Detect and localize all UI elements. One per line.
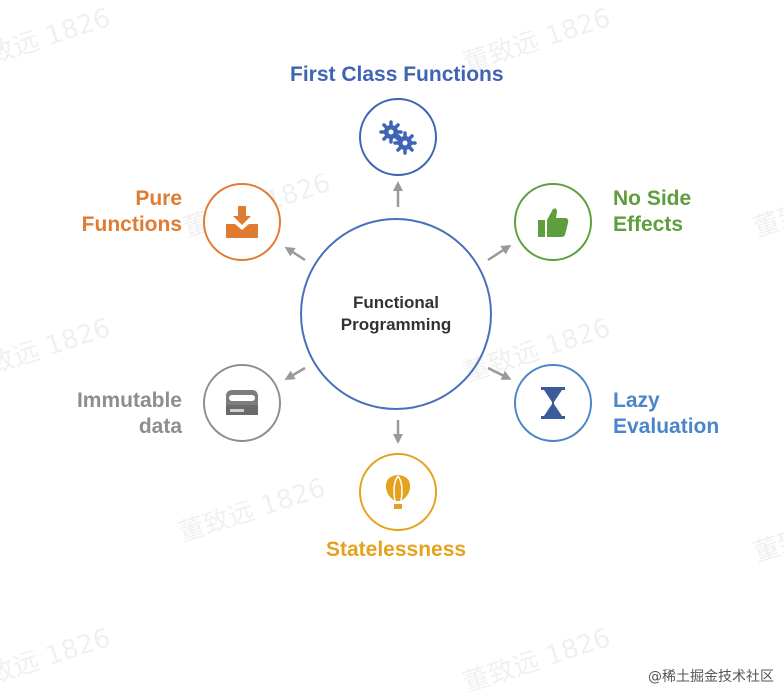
label-first-class-functions: First Class Functions xyxy=(290,63,504,86)
hard-drive-icon xyxy=(226,390,258,415)
label-statelessness: Statelessness xyxy=(326,538,467,561)
node-statelessness xyxy=(359,453,437,531)
node-immutable-data xyxy=(203,364,281,442)
node-lazy-evaluation xyxy=(514,364,592,442)
label-no-side-effects: No Side Effects xyxy=(613,187,692,236)
arrow-to-pure xyxy=(284,246,306,262)
arrow-to-no-side-effects xyxy=(487,244,512,262)
hourglass-icon xyxy=(541,387,565,419)
center-label: Functional Programming xyxy=(340,293,452,334)
source-credit: @稀土掘金技术社区 xyxy=(648,669,774,685)
gears-icon xyxy=(379,120,417,155)
label-immutable-data: Immutable data xyxy=(76,389,182,438)
arrow-to-immutable xyxy=(284,366,306,381)
label-lazy-evaluation: Lazy Evaluation xyxy=(613,389,720,438)
node-no-side-effects xyxy=(514,183,592,261)
hot-air-balloon-icon xyxy=(385,475,411,509)
center-node: Functional Programming xyxy=(300,218,492,410)
label-pure-functions: Pure Functions xyxy=(81,187,182,236)
node-pure-functions xyxy=(203,183,281,261)
node-first-class-functions xyxy=(359,98,437,176)
box-download-icon xyxy=(226,206,258,238)
arrow-to-lazy xyxy=(487,366,512,380)
thumbs-up-icon xyxy=(538,208,569,237)
